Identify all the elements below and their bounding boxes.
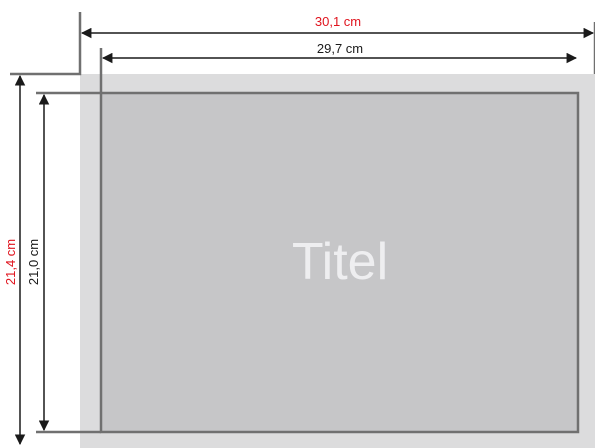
outer-height-label: 21,4 cm	[3, 239, 18, 285]
outer-width-label: 30,1 cm	[315, 14, 361, 29]
inner-height-label: 21,0 cm	[26, 239, 41, 285]
page-area	[99, 91, 580, 434]
outer-format-outline	[10, 12, 82, 76]
page-title: Titel	[292, 233, 388, 291]
inner-width-label: 29,7 cm	[317, 41, 363, 56]
